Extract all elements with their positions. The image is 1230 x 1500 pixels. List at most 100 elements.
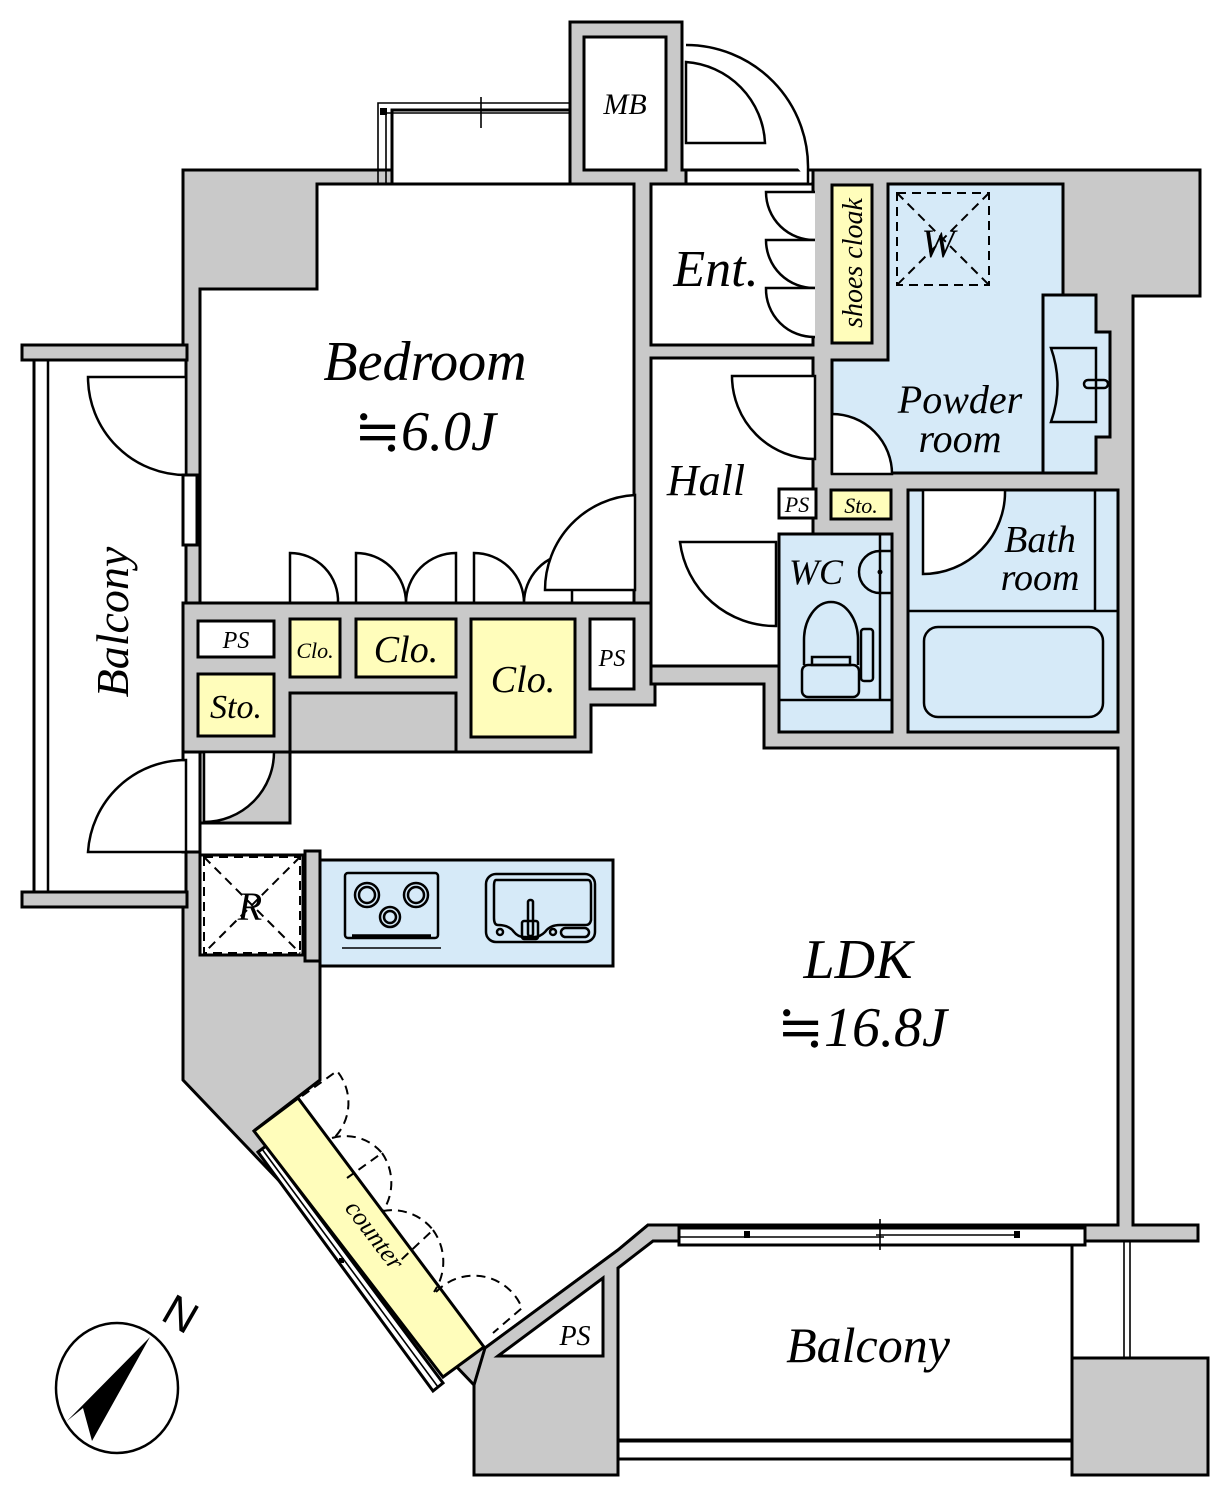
shoes-cloak[interactable] bbox=[830, 183, 874, 345]
storage-west-redraw bbox=[196, 672, 276, 738]
sink-soap bbox=[559, 926, 591, 939]
burner-2-inner bbox=[406, 885, 426, 905]
bedroom-window-frame-outer bbox=[377, 102, 570, 184]
fridge-outline bbox=[203, 856, 301, 954]
washer-space bbox=[896, 192, 990, 286]
balcony-west-wall-bottom bbox=[20, 890, 189, 909]
burner-3-inner bbox=[382, 909, 398, 925]
washer-diag-2 bbox=[896, 192, 990, 286]
window-latch-diag bbox=[339, 1258, 344, 1263]
stove[interactable] bbox=[343, 871, 440, 940]
cabinet-door-1 bbox=[301, 1069, 350, 1140]
kitchen-counter bbox=[318, 858, 615, 968]
washer-label: W bbox=[921, 221, 958, 266]
window-latch bbox=[380, 108, 387, 115]
burner-1-inner bbox=[357, 885, 377, 905]
ps-south bbox=[493, 1275, 605, 1358]
ldk-area: ≒16.8J bbox=[777, 997, 950, 1059]
sink-faucet bbox=[526, 898, 535, 938]
ps-west-redraw bbox=[196, 619, 276, 659]
storage-wc[interactable] bbox=[829, 488, 893, 521]
burner-1 bbox=[353, 881, 381, 909]
wc-utility: PS Sto. bbox=[777, 487, 893, 521]
bedroom-door[interactable] bbox=[543, 493, 637, 592]
wc-door[interactable] bbox=[678, 540, 778, 628]
closet-mid-redraw bbox=[354, 617, 458, 679]
cabinet-door-4 bbox=[435, 1274, 524, 1334]
sink-drain bbox=[520, 919, 540, 941]
ldk-label: LDK bbox=[803, 929, 916, 991]
shoes-cloak-label: shoes cloak bbox=[838, 198, 869, 328]
powder-room-label-2: room bbox=[919, 416, 1002, 461]
vanity-basin bbox=[1049, 346, 1098, 424]
sink[interactable] bbox=[484, 872, 597, 944]
compass: N bbox=[54, 1285, 206, 1455]
sink-hole-left bbox=[495, 927, 505, 937]
ps-center-text: PS bbox=[598, 646, 626, 672]
door-swing bbox=[86, 375, 188, 477]
entrance-label: Ent. bbox=[672, 241, 758, 298]
vanity-faucet bbox=[1082, 378, 1110, 390]
bedroom-balcony-door[interactable] bbox=[86, 375, 199, 547]
balcony-south: PS Balcony bbox=[472, 1219, 1210, 1477]
sink-basin bbox=[492, 878, 593, 939]
kitchen-wall bbox=[303, 849, 322, 963]
cabinet-door-2b bbox=[381, 1152, 393, 1212]
bath-room-label-1: Bath bbox=[1004, 519, 1076, 561]
closet-large-redraw bbox=[469, 617, 577, 739]
powder-room-door[interactable] bbox=[730, 374, 817, 461]
sash-latch-1 bbox=[744, 1231, 750, 1238]
bathtub bbox=[922, 625, 1105, 719]
ps-west-text: PS bbox=[222, 628, 250, 654]
compass-ring bbox=[54, 1321, 180, 1455]
cabinet-door-3b bbox=[432, 1229, 445, 1293]
hall-label: Hall bbox=[666, 456, 745, 505]
ldk-balcony-door[interactable] bbox=[86, 758, 188, 854]
entrance-threshold bbox=[684, 168, 815, 186]
front-door-inner[interactable] bbox=[684, 60, 767, 145]
kitchen: R bbox=[198, 849, 615, 968]
shoes-cloak-door-3[interactable] bbox=[764, 286, 816, 339]
closet-labels-top: PS Sto. Clo. Clo. Clo. PS bbox=[210, 628, 625, 726]
mb-closet bbox=[582, 35, 668, 172]
ps-wc-label: PS bbox=[784, 492, 809, 517]
compass-needle bbox=[67, 1337, 150, 1441]
cabinet-door-2a bbox=[331, 1135, 384, 1179]
mb-label: MB bbox=[602, 88, 646, 121]
storage-wc-label: Sto. bbox=[844, 493, 878, 518]
cabinet-door-3a bbox=[382, 1209, 435, 1261]
closet-small-door[interactable] bbox=[288, 551, 340, 604]
ps-center-redraw bbox=[588, 617, 636, 691]
closet-large-text: Clo. bbox=[491, 659, 555, 701]
sash-latch-2 bbox=[1014, 1231, 1020, 1238]
bedroom-label: Bedroom bbox=[323, 331, 526, 393]
balcony-south-label: Balcony bbox=[786, 1317, 951, 1373]
balcony-west-wall-top bbox=[20, 343, 189, 362]
bedroom-window-west bbox=[181, 473, 199, 547]
vanity bbox=[1041, 293, 1112, 475]
bedroom-area: ≒6.0J bbox=[354, 401, 499, 463]
balcony-south-rail bbox=[616, 1439, 1074, 1461]
burner-2 bbox=[402, 881, 430, 909]
toilet-seat bbox=[810, 655, 852, 667]
closet-small-redraw bbox=[288, 617, 342, 679]
sink-hole-right bbox=[548, 927, 558, 937]
balcony-south-post bbox=[1070, 1356, 1210, 1477]
storage-west-text: Sto. bbox=[210, 689, 262, 726]
wc-label: WC bbox=[789, 552, 844, 592]
compass-north-label: N bbox=[154, 1285, 206, 1343]
storage-west-door[interactable] bbox=[202, 750, 276, 824]
fridge-label: R bbox=[237, 884, 262, 929]
fridge-diag-2 bbox=[203, 856, 301, 954]
ps-south-label: PS bbox=[558, 1321, 590, 1352]
bath-door[interactable] bbox=[921, 488, 1007, 576]
closet-mid-text: Clo. bbox=[374, 629, 438, 671]
bath-room-label-2: room bbox=[1001, 557, 1080, 599]
diagonal-window-line bbox=[261, 1148, 439, 1388]
ps-wc bbox=[777, 487, 818, 520]
toilet-bowl bbox=[802, 600, 860, 665]
inner-walls bbox=[181, 601, 657, 754]
powder-bath-door[interactable] bbox=[830, 412, 894, 476]
